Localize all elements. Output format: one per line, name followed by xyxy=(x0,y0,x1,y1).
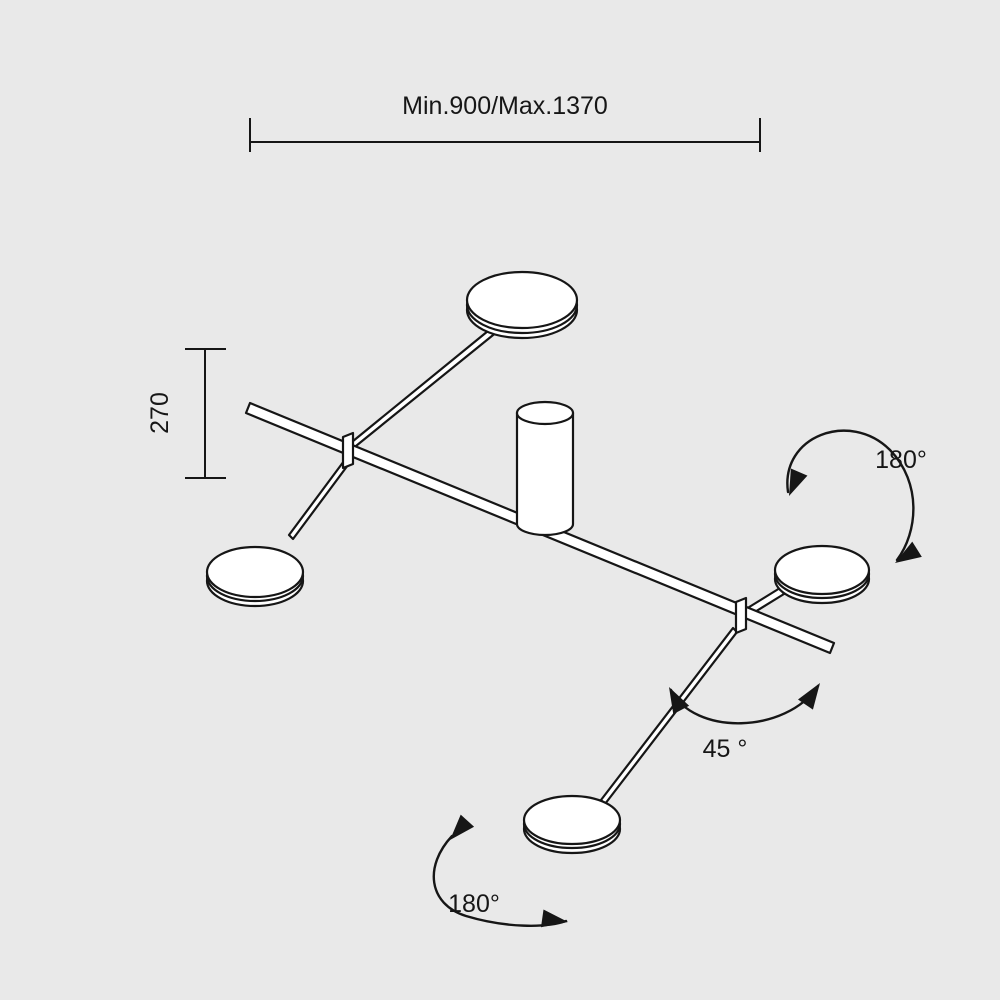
rotation-mid-label: 45 ° xyxy=(703,735,748,763)
rotation-bottom-label: 180° xyxy=(448,890,500,918)
spot-head-left xyxy=(205,545,305,608)
rotation-arrow-45-arc xyxy=(669,684,820,725)
right-joint-pin xyxy=(734,596,748,635)
canopy-top xyxy=(515,400,575,426)
left-joint-pin xyxy=(341,431,355,470)
rotation-right-label: 180° xyxy=(875,446,927,474)
rotation-arrow-45: 45 ° xyxy=(669,683,820,763)
spot-head-right xyxy=(773,544,871,605)
width-dimension: Min.900/Max.1370 xyxy=(249,92,761,152)
lamp-arms xyxy=(287,320,786,806)
height-dimension-label: 270 xyxy=(146,392,174,434)
spot-head-top-face xyxy=(465,270,579,330)
width-dimension-label: Min.900/Max.1370 xyxy=(402,92,608,120)
spot-head-left-face xyxy=(205,545,305,599)
rotation-arrow-right-180: 180° xyxy=(786,429,927,563)
arm-left-disc xyxy=(287,459,350,541)
rotation-arrow-bottom-head-right xyxy=(541,909,568,928)
rotation-arrow-bottom-head-top xyxy=(450,814,475,840)
spot-head-right-face xyxy=(773,544,871,596)
canopy-cylinder xyxy=(515,400,575,537)
rotation-arrow-bottom-180: 180° xyxy=(432,814,568,928)
canopy-body xyxy=(515,411,575,537)
arm-top-disc xyxy=(345,320,505,452)
rotation-arrow-right-head-top xyxy=(789,468,808,496)
spot-head-bottom-face xyxy=(522,794,622,846)
rotation-arrow-right-head-bottom xyxy=(895,541,922,563)
spot-head-top xyxy=(465,270,579,340)
rotation-arrow-45-head-left xyxy=(669,687,690,715)
height-dimension: 270 xyxy=(146,348,226,479)
rotation-arrow-right-arc xyxy=(786,429,915,562)
arm-bottom-disc xyxy=(599,626,739,806)
rotation-arrow-45-head-right xyxy=(797,683,820,710)
spot-head-bottom xyxy=(522,794,622,855)
